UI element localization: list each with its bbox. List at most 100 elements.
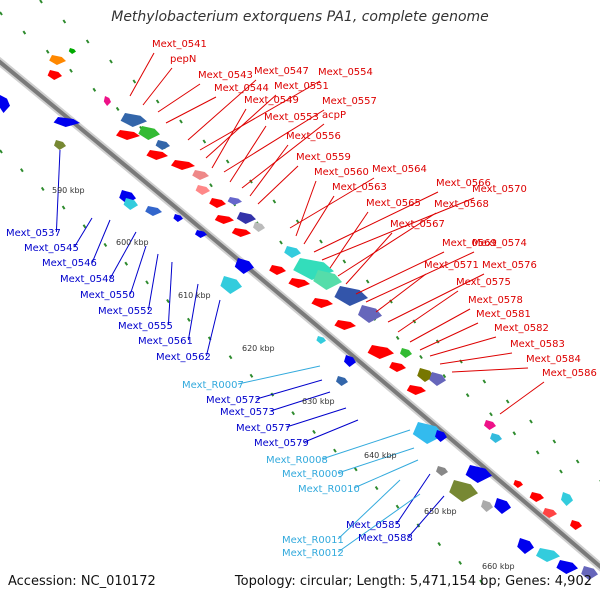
gene-feature-shape [120, 113, 147, 127]
gene-feature [344, 355, 356, 367]
leader-line [257, 165, 299, 205]
gene-label-mext-r0011: Mext_R0011 [282, 535, 344, 546]
ruler-label-630-kbp: 630 kbp [302, 397, 335, 406]
gene-label-mext-0550: Mext_0550 [80, 290, 135, 301]
gene-feature [581, 566, 598, 580]
ruler-tick [272, 199, 277, 204]
ruler-tick [0, 11, 3, 16]
leader-line [408, 495, 445, 538]
leader-line [295, 180, 317, 237]
gene-feature [517, 538, 534, 554]
ruler-tick [124, 261, 129, 266]
gene-label-mext-0576: Mext_0576 [482, 260, 537, 271]
ruler-tick [279, 240, 283, 245]
gene-feature [449, 480, 478, 502]
gene-feature [209, 198, 226, 208]
gene-label-mext-0567: Mext_0567 [390, 219, 445, 230]
gene-feature-shape [336, 376, 348, 386]
gene-feature-shape [155, 140, 170, 150]
ruler-label-640-kbp: 640 kbp [364, 451, 397, 460]
leader-line [409, 308, 471, 343]
ruler-tick [145, 280, 149, 285]
leader-line [165, 96, 217, 124]
gene-feature [429, 372, 446, 386]
gene-feature [529, 492, 544, 502]
ruler-tick [333, 448, 337, 453]
gene-feature-shape [138, 126, 160, 140]
gene-feature-shape [494, 498, 511, 514]
gene-feature-shape [484, 420, 496, 430]
gene-feature [231, 228, 251, 237]
gene-feature [494, 498, 511, 514]
gene-feature-shape [173, 214, 183, 222]
gene-feature-shape [236, 212, 256, 224]
ruler-tick [319, 239, 323, 244]
leader-line [337, 447, 415, 474]
ruler-tick [82, 224, 87, 229]
gene-label-mext-0556: Mext_0556 [286, 131, 341, 142]
gene-feature [234, 258, 254, 274]
gene-feature [138, 126, 160, 140]
leader-line [229, 125, 267, 183]
gene-label-mext-0571: Mext_0571 [424, 260, 479, 271]
leader-line [286, 407, 347, 428]
ruler-tick [535, 450, 540, 455]
gene-feature-shape [581, 566, 598, 580]
ruler-tick [61, 205, 66, 210]
gene-feature-shape [313, 270, 342, 290]
gene-label-mext-0553: Mext_0553 [264, 112, 319, 123]
gene-label-pepn: pepN [170, 54, 196, 65]
genome-summary-text: Topology: circular; Length: 5,471,154 bp… [234, 574, 592, 589]
gene-label-mext-0545: Mext_0545 [24, 243, 79, 254]
gene-label-mext-0575: Mext_0575 [456, 277, 511, 288]
leader-line [129, 52, 155, 97]
ruler-tick [39, 0, 43, 4]
ruler-label-620-kbp: 620 kbp [242, 344, 275, 353]
gene-feature [253, 222, 265, 232]
gene-feature [103, 96, 111, 106]
leader-line [241, 123, 325, 189]
leader-line [55, 149, 61, 233]
figure-title: Methylobacterium extorquens PA1, complet… [111, 9, 489, 25]
gene-feature-shape [556, 560, 578, 574]
leader-line [205, 299, 221, 357]
gene-feature [561, 492, 573, 506]
gene-label-mext-0551: Mext_0551 [274, 81, 329, 92]
leader-line [321, 197, 475, 261]
gene-feature-shape [449, 480, 478, 502]
gene-label-mext-r0009: Mext_R0009 [282, 469, 344, 480]
gene-label-mext-0569: Mext_0569 [442, 238, 497, 249]
gene-feature [556, 560, 578, 574]
ruler-tick [109, 59, 113, 64]
leader-line [223, 109, 325, 173]
leader-line [329, 211, 369, 269]
backbone-line [0, 59, 600, 570]
gene-feature [146, 150, 168, 160]
gene-label-mext-0555: Mext_0555 [118, 321, 173, 332]
ruler-tick [458, 560, 462, 565]
leader-line [167, 261, 173, 326]
gene-label-mext-r0008: Mext_R0008 [266, 455, 328, 466]
gene-feature [536, 548, 560, 562]
gene-label-mext-0546: Mext_0546 [42, 258, 97, 269]
gene-label-mext-0560: Mext_0560 [314, 167, 369, 178]
leader-line [91, 219, 111, 263]
gene-feature-shape [103, 96, 111, 106]
gene-feature-shape [570, 520, 582, 530]
gene-label-mext-0563: Mext_0563 [332, 182, 387, 193]
gene-feature [123, 198, 138, 210]
gene-feature-shape [490, 433, 502, 443]
gene-label-mext-0548: Mext_0548 [60, 274, 115, 285]
ruler-tick [482, 379, 487, 384]
gene-label-mext-0582: Mext_0582 [494, 323, 549, 334]
gene-label-mext-0561: Mext_0561 [138, 336, 193, 347]
gene-feature [358, 305, 382, 323]
gene-feature [490, 433, 502, 443]
leader-line [345, 232, 393, 285]
gene-feature-shape [220, 276, 242, 294]
gene-label-mext-r0012: Mext_R0012 [282, 548, 344, 559]
ruler-tick [45, 49, 50, 54]
leader-line [439, 352, 513, 365]
label-leaders [55, 52, 545, 553]
